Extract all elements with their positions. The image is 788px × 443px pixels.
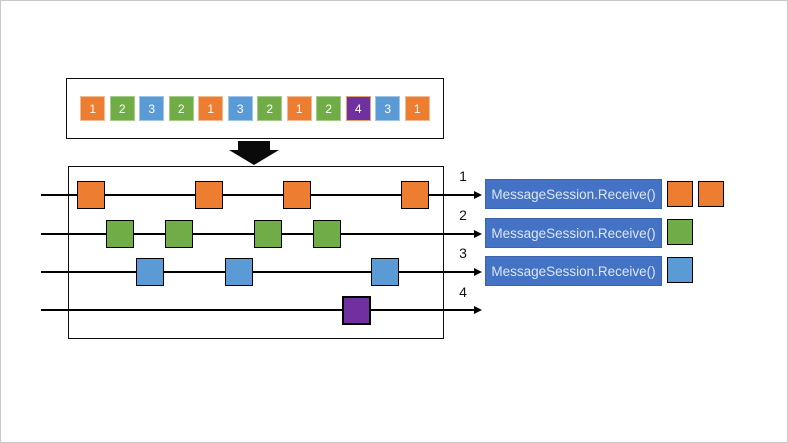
session-message-square bbox=[106, 220, 134, 248]
session-message-square bbox=[283, 181, 311, 209]
session-message-square bbox=[225, 258, 253, 286]
session-lane-arrow bbox=[41, 268, 482, 275]
message-session-receive-box: MessageSession.Receive() bbox=[485, 256, 662, 286]
received-message-square bbox=[698, 181, 724, 207]
session-message-square bbox=[195, 181, 223, 209]
message-session-receive-box: MessageSession.Receive() bbox=[485, 179, 662, 209]
queue-message-square: 3 bbox=[375, 96, 401, 121]
session-lane-arrow bbox=[41, 306, 482, 313]
session-number-label: 1 bbox=[459, 168, 467, 184]
queue-message-square: 1 bbox=[198, 96, 224, 121]
received-message-square bbox=[667, 257, 693, 283]
received-message-square bbox=[667, 219, 693, 245]
session-message-square bbox=[313, 220, 341, 248]
queue-message-square: 2 bbox=[257, 96, 283, 121]
received-message-square bbox=[667, 181, 693, 207]
queue-message-square: 2 bbox=[316, 96, 342, 121]
sessions-box bbox=[68, 166, 444, 339]
session-message-square bbox=[77, 181, 105, 209]
session-message-square bbox=[254, 220, 282, 248]
queue-message-square: 4 bbox=[345, 96, 371, 121]
queue-message-square: 1 bbox=[286, 96, 312, 121]
session-message-square bbox=[401, 181, 429, 209]
session-number-label: 4 bbox=[459, 284, 467, 300]
message-queue-box: 1 2 3 2 1 3 2 1 2 4 3 1 bbox=[66, 78, 444, 139]
session-number-label: 2 bbox=[459, 207, 467, 223]
session-number-label: 3 bbox=[459, 245, 467, 261]
down-arrow-icon bbox=[229, 141, 279, 165]
message-session-receive-box: MessageSession.Receive() bbox=[485, 218, 662, 248]
queue-message-square: 3 bbox=[139, 96, 165, 121]
session-message-square bbox=[342, 296, 371, 325]
session-message-square bbox=[371, 258, 399, 286]
session-message-square bbox=[165, 220, 193, 248]
queue-message-square: 1 bbox=[404, 96, 430, 121]
queue-message-square: 3 bbox=[227, 96, 253, 121]
queue-message-square: 1 bbox=[80, 96, 106, 121]
queue-message-square: 2 bbox=[109, 96, 135, 121]
session-lane-arrow bbox=[41, 191, 482, 198]
queue-message-square: 2 bbox=[168, 96, 194, 121]
session-message-square bbox=[136, 258, 164, 286]
